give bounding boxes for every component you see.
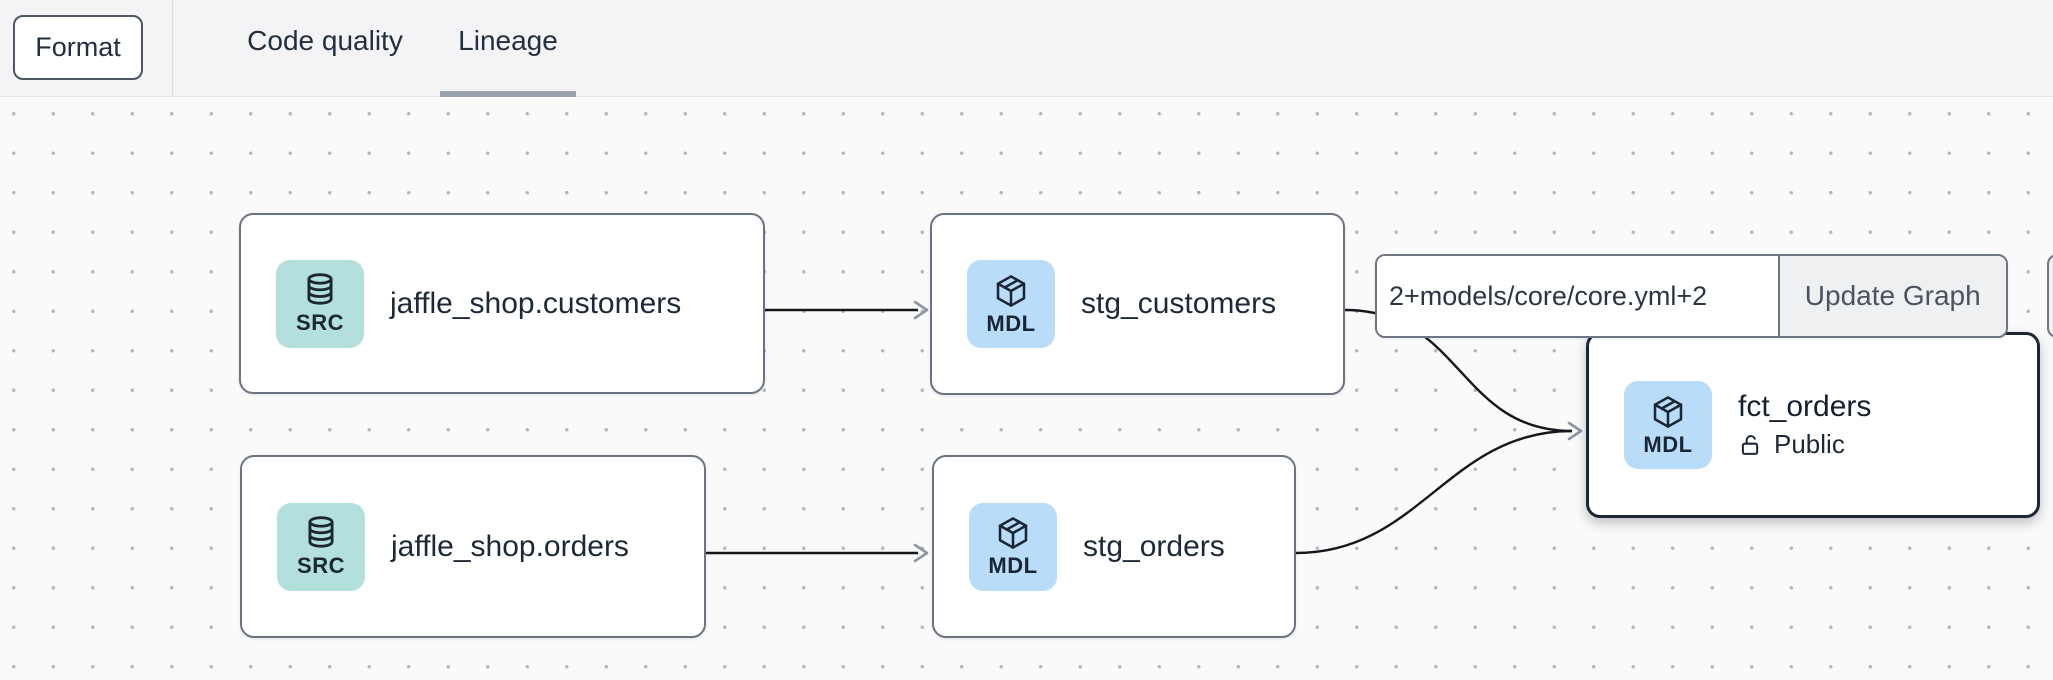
database-icon xyxy=(307,273,333,305)
node-text-block: fct_orders Public xyxy=(1738,390,1871,460)
source-badge: SRC xyxy=(277,502,365,591)
badge-label: MDL xyxy=(988,553,1038,578)
node-label: jaffle_shop.customers xyxy=(390,286,682,320)
node-stg-orders[interactable]: MDL stg_orders xyxy=(932,455,1296,638)
arrowhead-fct-orders xyxy=(1567,421,1583,441)
badge-label: MDL xyxy=(1643,431,1693,457)
node-label: stg_customers xyxy=(1081,287,1277,320)
unlock-icon xyxy=(1741,434,1759,455)
update-graph-button[interactable]: Update Graph xyxy=(1777,256,2006,336)
edge-stg-orders-to-fct-orders xyxy=(1295,429,1573,555)
badge-label: MDL xyxy=(986,310,1036,336)
badge-label: SRC xyxy=(296,310,344,335)
node-stg-customers[interactable]: MDL stg_customers xyxy=(930,213,1345,395)
cube-icon xyxy=(996,274,1026,307)
arrowhead-stg-orders xyxy=(913,543,929,563)
tab-code-quality[interactable]: Code quality xyxy=(247,24,403,56)
lineage-canvas[interactable]: SRC jaffle_shop.customers MDL stg_custom… xyxy=(0,97,2053,680)
node-jaffle-shop-customers[interactable]: SRC jaffle_shop.customers xyxy=(239,213,765,394)
cube-icon xyxy=(998,517,1028,549)
node-label: stg_orders xyxy=(1083,529,1225,563)
arrowhead-stg-customers xyxy=(913,300,929,320)
source-badge: SRC xyxy=(276,259,364,348)
database-icon xyxy=(308,516,334,548)
tab-lineage[interactable]: Lineage xyxy=(458,24,558,56)
access-label: Public xyxy=(1774,429,1845,459)
partial-button-right-edge[interactable] xyxy=(2047,254,2053,338)
lineage-selector-input[interactable] xyxy=(1377,256,1778,336)
model-badge: MDL xyxy=(969,502,1057,591)
badge-label: SRC xyxy=(297,553,345,578)
model-badge: MDL xyxy=(1624,381,1712,469)
node-label: fct_orders xyxy=(1738,390,1872,423)
model-badge: MDL xyxy=(967,260,1055,348)
node-jaffle-shop-orders[interactable]: SRC jaffle_shop.orders xyxy=(240,455,706,638)
toolbar-divider xyxy=(172,0,173,96)
toolbar: Format Code quality Lineage xyxy=(0,0,2053,97)
node-fct-orders[interactable]: MDL fct_orders Public xyxy=(1586,332,2040,518)
lineage-selector-group: Update Graph xyxy=(1375,254,2008,338)
node-label: jaffle_shop.orders xyxy=(391,529,629,563)
access-row: Public xyxy=(1738,429,1871,460)
format-button[interactable]: Format xyxy=(13,15,143,80)
active-tab-indicator xyxy=(440,91,576,97)
cube-icon xyxy=(1653,395,1683,428)
